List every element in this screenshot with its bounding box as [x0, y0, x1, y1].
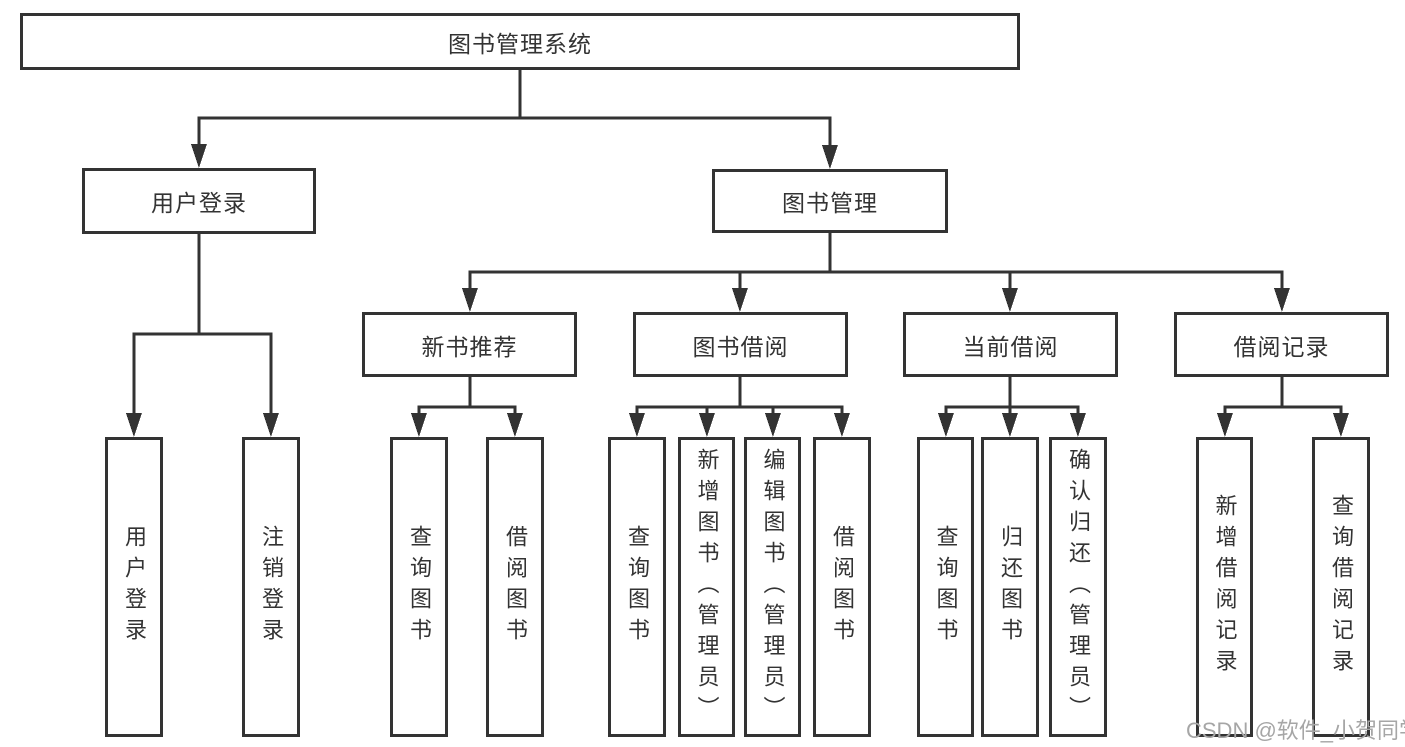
node-label: 借阅记录: [1233, 333, 1330, 360]
node-user-login: 用户登录: [82, 168, 316, 234]
leaf-borrow-books-recommend: 借阅图书: [486, 437, 544, 737]
node-root: 图书管理系统: [20, 13, 1020, 70]
leaf-return-book: 归还图书: [981, 437, 1039, 737]
leaf-query-books-current: 查询图书: [917, 437, 974, 737]
node-label: 新书推荐: [421, 333, 518, 360]
leaf-user-login: 用户登录: [105, 437, 163, 737]
node-label: 当前借阅: [962, 333, 1059, 360]
node-label: 确认归还（管理员）: [1066, 447, 1091, 727]
node-book-borrow: 图书借阅: [633, 312, 848, 377]
node-current-borrow: 当前借阅: [903, 312, 1118, 377]
node-label: 注销登录: [259, 525, 284, 649]
node-label: 用户登录: [122, 525, 147, 649]
leaf-add-borrow-record: 新增借阅记录: [1196, 437, 1253, 737]
leaf-borrow-books: 借阅图书: [813, 437, 871, 737]
node-label: 图书管理系统: [448, 30, 592, 57]
node-new-book-recommend: 新书推荐: [362, 312, 577, 377]
node-label: 图书管理: [782, 190, 878, 216]
node-label: 归还图书: [998, 525, 1023, 649]
node-label: 查询图书: [407, 525, 432, 649]
node-label: 查询图书: [933, 525, 959, 649]
node-borrow-records: 借阅记录: [1174, 312, 1389, 377]
node-label: 编辑图书（管理员）: [760, 447, 786, 727]
node-label: 查询借阅记录: [1329, 494, 1354, 680]
node-label: 借阅图书: [830, 525, 855, 649]
node-label: 查询图书: [625, 525, 650, 649]
leaf-logout: 注销登录: [242, 437, 300, 737]
node-label: 用户登录: [151, 190, 247, 216]
leaf-confirm-return-admin: 确认归还（管理员）: [1049, 437, 1107, 737]
node-label: 借阅图书: [503, 525, 528, 649]
node-label: 新增图书（管理员）: [694, 447, 720, 727]
leaf-add-book-admin: 新增图书（管理员）: [678, 437, 735, 737]
leaf-query-borrow-record: 查询借阅记录: [1312, 437, 1370, 737]
leaf-query-books-borrow: 查询图书: [608, 437, 666, 737]
node-label: 图书借阅: [692, 333, 789, 360]
watermark: CSDN @软件_小贺同学: [1186, 718, 1405, 743]
leaf-edit-book-admin: 编辑图书（管理员）: [744, 437, 801, 737]
node-book-management: 图书管理: [712, 169, 948, 233]
leaf-query-books-recommend: 查询图书: [390, 437, 448, 737]
node-label: 新增借阅记录: [1212, 494, 1238, 680]
